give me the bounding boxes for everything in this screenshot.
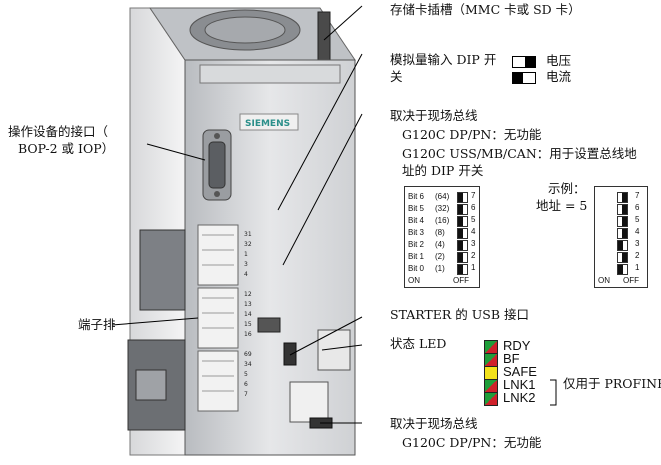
starter-usb-label: STARTER 的 USB 接口 (390, 307, 530, 322)
dp-pn-label-2: G120C DP/PN：无功能 (402, 435, 542, 450)
example-dip-switch-6[interactable] (617, 204, 628, 215)
uss-label-2: 址的 DIP 开关 (402, 163, 484, 178)
dip-bit-weight: (2) (435, 252, 445, 261)
dip-bit-weight: (16) (435, 216, 450, 225)
dip-bit-label: Bit 4 (408, 216, 425, 225)
led-bf (484, 353, 498, 367)
example-dip-switch-1[interactable] (617, 264, 628, 275)
svg-text:13: 13 (244, 301, 252, 308)
svg-text:12: 12 (244, 291, 252, 298)
svg-text:3: 3 (244, 261, 248, 268)
svg-text:32: 32 (244, 241, 252, 248)
analog-dip-label: 模拟量输入 DIP 开 (390, 52, 497, 67)
dip-switch-number: 4 (471, 227, 476, 236)
card-slot-label: 存储卡插槽（MMC 卡或 SD 卡） (390, 2, 581, 17)
svg-text:34: 34 (244, 361, 252, 368)
svg-text:31: 31 (244, 231, 252, 238)
dip-bit-weight: (64) (435, 192, 450, 201)
dip-bit-label: Bit 1 (408, 252, 425, 261)
led-label: LNK2 (503, 390, 536, 405)
terminal-strip-label: 端子排 (78, 317, 116, 332)
led-label: RDY (503, 338, 531, 353)
svg-text:15: 15 (244, 321, 252, 328)
dip-bit-label: Bit 3 (408, 228, 425, 237)
brand-logo: SIEMENS (245, 119, 291, 129)
dip-switch-number: 1 (471, 263, 476, 272)
dip-switch[interactable] (457, 192, 468, 203)
dip-switch[interactable] (457, 216, 468, 227)
off-label: OFF (623, 276, 639, 285)
dip-switch-number: 1 (635, 263, 640, 272)
led-lnk1 (484, 379, 498, 393)
address-label: 地址 = 5 (536, 198, 588, 213)
status-led-label: 状态 LED (390, 336, 447, 351)
example-label: 示例： (548, 181, 586, 196)
dip-switch-number: 5 (635, 215, 640, 224)
example-dip-switch-4[interactable] (617, 228, 628, 239)
led-rdy (484, 340, 498, 354)
voltage-switch-icon (512, 56, 536, 68)
svg-text:1: 1 (244, 251, 248, 258)
svg-text:5: 5 (244, 371, 248, 378)
uss-label-1: G120C USS/MB/CAN：用于设置总线地 (402, 146, 637, 161)
dip-switch-number: 2 (635, 251, 640, 260)
off-label: OFF (453, 276, 469, 285)
dip-switch-number: 6 (635, 203, 640, 212)
on-label: ON (598, 276, 610, 285)
example-dip-switch-5[interactable] (617, 216, 628, 227)
dip-bit-weight: (1) (435, 264, 445, 273)
dip-bit-weight: (4) (435, 240, 445, 249)
example-dip-switch-3[interactable] (617, 240, 628, 251)
usb-port[interactable] (283, 342, 297, 366)
svg-text:69: 69 (244, 351, 252, 358)
dip-bit-label: Bit 6 (408, 192, 425, 201)
current-switch-icon (512, 72, 536, 84)
dip-switch-number: 3 (471, 239, 476, 248)
dip-bit-label: Bit 0 (408, 264, 425, 273)
svg-text:6: 6 (244, 381, 248, 388)
led-safe (484, 366, 498, 380)
dip-bit-weight: (8) (435, 228, 445, 237)
led-label: BF (503, 351, 520, 366)
led-lnk2 (484, 392, 498, 406)
op-interface-label-2: BOP-2 或 IOP） (18, 141, 115, 156)
current-label: 电流 (546, 69, 572, 84)
dip-switch-number: 4 (635, 227, 640, 236)
fieldbus-label-1: 取决于现场总线 (390, 108, 478, 123)
example-dip-switch-2[interactable] (617, 252, 628, 263)
svg-text:14: 14 (244, 311, 252, 318)
svg-text:7: 7 (244, 391, 248, 398)
on-label: ON (408, 276, 420, 285)
op-interface-label-1: 操作设备的接口（ (8, 124, 109, 139)
dip-switch[interactable] (457, 240, 468, 251)
dip-switch-number: 6 (471, 203, 476, 212)
voltage-label: 电压 (546, 53, 572, 68)
dip-switch[interactable] (457, 204, 468, 215)
profinet-only-label: 仅用于 PROFINET (563, 376, 661, 391)
dip-switch[interactable] (457, 264, 468, 275)
example-dip-switch-7[interactable] (617, 192, 628, 203)
fieldbus-label-2: 取决于现场总线 (390, 416, 478, 431)
dp-pn-label-1: G120C DP/PN：无功能 (402, 127, 542, 142)
dip-switch-number: 7 (471, 191, 476, 200)
svg-text:16: 16 (244, 331, 252, 338)
led-label: LNK1 (503, 377, 536, 392)
dip-switch[interactable] (457, 252, 468, 263)
dip-bit-label: Bit 2 (408, 240, 425, 249)
dip-switch-number: 2 (471, 251, 476, 260)
dip-bit-weight: (32) (435, 204, 450, 213)
dip-switch-number: 3 (635, 239, 640, 248)
led-label: SAFE (503, 364, 537, 379)
dip-switch-number: 5 (471, 215, 476, 224)
dip-bit-label: Bit 5 (408, 204, 425, 213)
analog-dip-label-2: 关 (390, 69, 403, 84)
dip-switch[interactable] (457, 228, 468, 239)
svg-text:4: 4 (244, 271, 248, 278)
dip-switch-number: 7 (635, 191, 640, 200)
